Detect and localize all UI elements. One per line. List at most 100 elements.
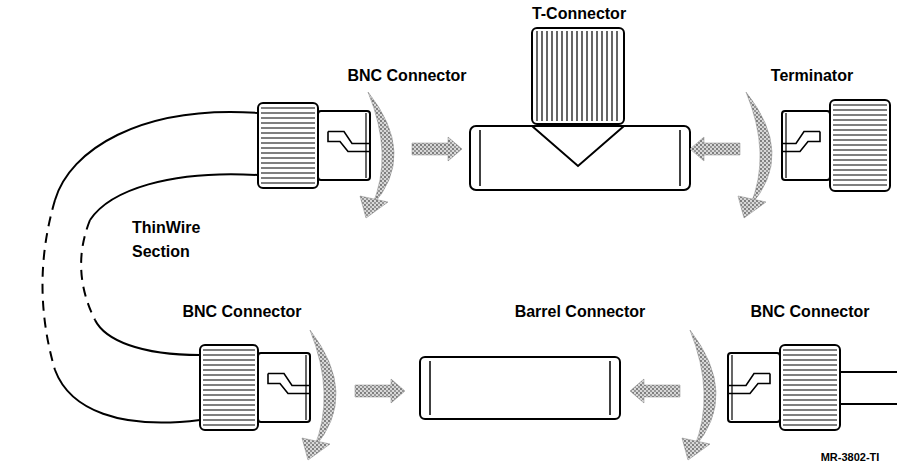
push-arrow — [412, 137, 462, 161]
collar-outline — [318, 111, 370, 180]
knurled-sleeve — [780, 345, 840, 430]
figure-number: MR-3802-TI — [821, 450, 880, 464]
push-arrow — [630, 379, 680, 403]
knurl-line — [536, 31, 537, 121]
cable-edge — [840, 371, 897, 373]
knurl-line — [203, 354, 255, 355]
twist-arrow — [682, 330, 716, 460]
bayonet-collar — [782, 111, 830, 180]
knurl-line — [783, 394, 837, 395]
push-arrow — [355, 379, 405, 403]
knurl-line — [833, 104, 887, 105]
knurl-line — [783, 379, 837, 380]
twist-arc — [690, 330, 716, 448]
knurl-line — [611, 31, 612, 121]
knurl-line — [203, 414, 255, 415]
knurl-line — [833, 129, 887, 130]
push-arrow-shape — [630, 379, 680, 403]
knurl-line — [581, 31, 582, 121]
knurl-line — [203, 384, 255, 385]
collar-outline — [782, 111, 830, 180]
knurl-line — [261, 152, 315, 153]
knurl-line — [783, 384, 837, 385]
twist-head — [360, 196, 388, 218]
knurl-line — [203, 424, 255, 425]
push-arrow-shape — [690, 137, 740, 161]
knurl-line — [556, 31, 557, 121]
twist-arc — [368, 92, 394, 206]
knurl-line — [833, 134, 887, 135]
twist-arrow — [302, 330, 336, 460]
knurl-line — [261, 107, 315, 108]
twist-arrow — [738, 92, 772, 218]
knurl-line — [576, 31, 577, 121]
knurl-line — [261, 142, 315, 143]
knurl-line — [203, 359, 255, 360]
bayonet-slot — [268, 374, 310, 394]
knurl-line — [561, 31, 562, 121]
knurl-line — [203, 394, 255, 395]
t-body — [470, 126, 690, 190]
knurl-line — [833, 184, 887, 185]
knurl-line — [783, 364, 837, 365]
cable-edge-dashed — [43, 200, 96, 370]
knurl-line — [203, 389, 255, 390]
barrel-rim — [609, 361, 611, 415]
collar-edge — [305, 355, 306, 420]
knurl-line — [783, 414, 837, 415]
knurl-line — [203, 399, 255, 400]
knurl-line — [833, 139, 887, 140]
barrel-connector — [420, 357, 620, 419]
collar-edge — [785, 113, 786, 178]
knurl-line — [586, 31, 587, 121]
t-rim — [679, 130, 681, 186]
bayonet-slot — [782, 132, 820, 152]
part-label: Barrel Connector — [515, 302, 646, 322]
sleeve-outline — [258, 103, 318, 188]
knurl-line — [261, 127, 315, 128]
bayonet-slot — [728, 374, 770, 394]
knurl-line — [783, 369, 837, 370]
knurl-line — [261, 167, 315, 168]
knurl-line — [203, 419, 255, 420]
knurl-line — [546, 31, 547, 121]
knurl-line — [833, 179, 887, 180]
knurl-line — [833, 169, 887, 170]
knurl-line — [261, 122, 315, 123]
t-junction — [532, 126, 624, 166]
part-label: BNC Connector — [750, 302, 869, 322]
knurl-line — [783, 374, 837, 375]
knurl-line — [783, 424, 837, 425]
knurl-line — [261, 162, 315, 163]
knurl-line — [203, 409, 255, 410]
knurl-line — [783, 349, 837, 350]
knurl-line — [261, 172, 315, 173]
knurled-sleeve — [200, 345, 258, 430]
knurl-line — [203, 374, 255, 375]
knurl-line — [203, 379, 255, 380]
twist-arc — [310, 330, 336, 448]
knurl-line — [261, 182, 315, 183]
barrel-rim — [429, 361, 431, 415]
part-label: BNC Connector — [182, 302, 301, 322]
knurl-line — [601, 31, 602, 121]
collar-outline — [728, 353, 780, 422]
knurl-line — [833, 144, 887, 145]
knurl-line — [261, 157, 315, 158]
knurled-sleeve — [830, 100, 890, 191]
part-label: Terminator — [771, 66, 853, 86]
knurl-line — [783, 359, 837, 360]
knurl-line — [833, 124, 887, 125]
sleeve-outline — [200, 345, 258, 430]
knurl-line — [833, 154, 887, 155]
knurl-line — [591, 31, 592, 121]
knurl-line — [833, 149, 887, 150]
knurl-line — [783, 409, 837, 410]
knurl-line — [833, 114, 887, 115]
knurl-line — [261, 112, 315, 113]
t-connector — [470, 126, 690, 190]
twist-arc — [746, 92, 772, 206]
collar-edge — [731, 355, 732, 420]
knurl-line — [261, 132, 315, 133]
